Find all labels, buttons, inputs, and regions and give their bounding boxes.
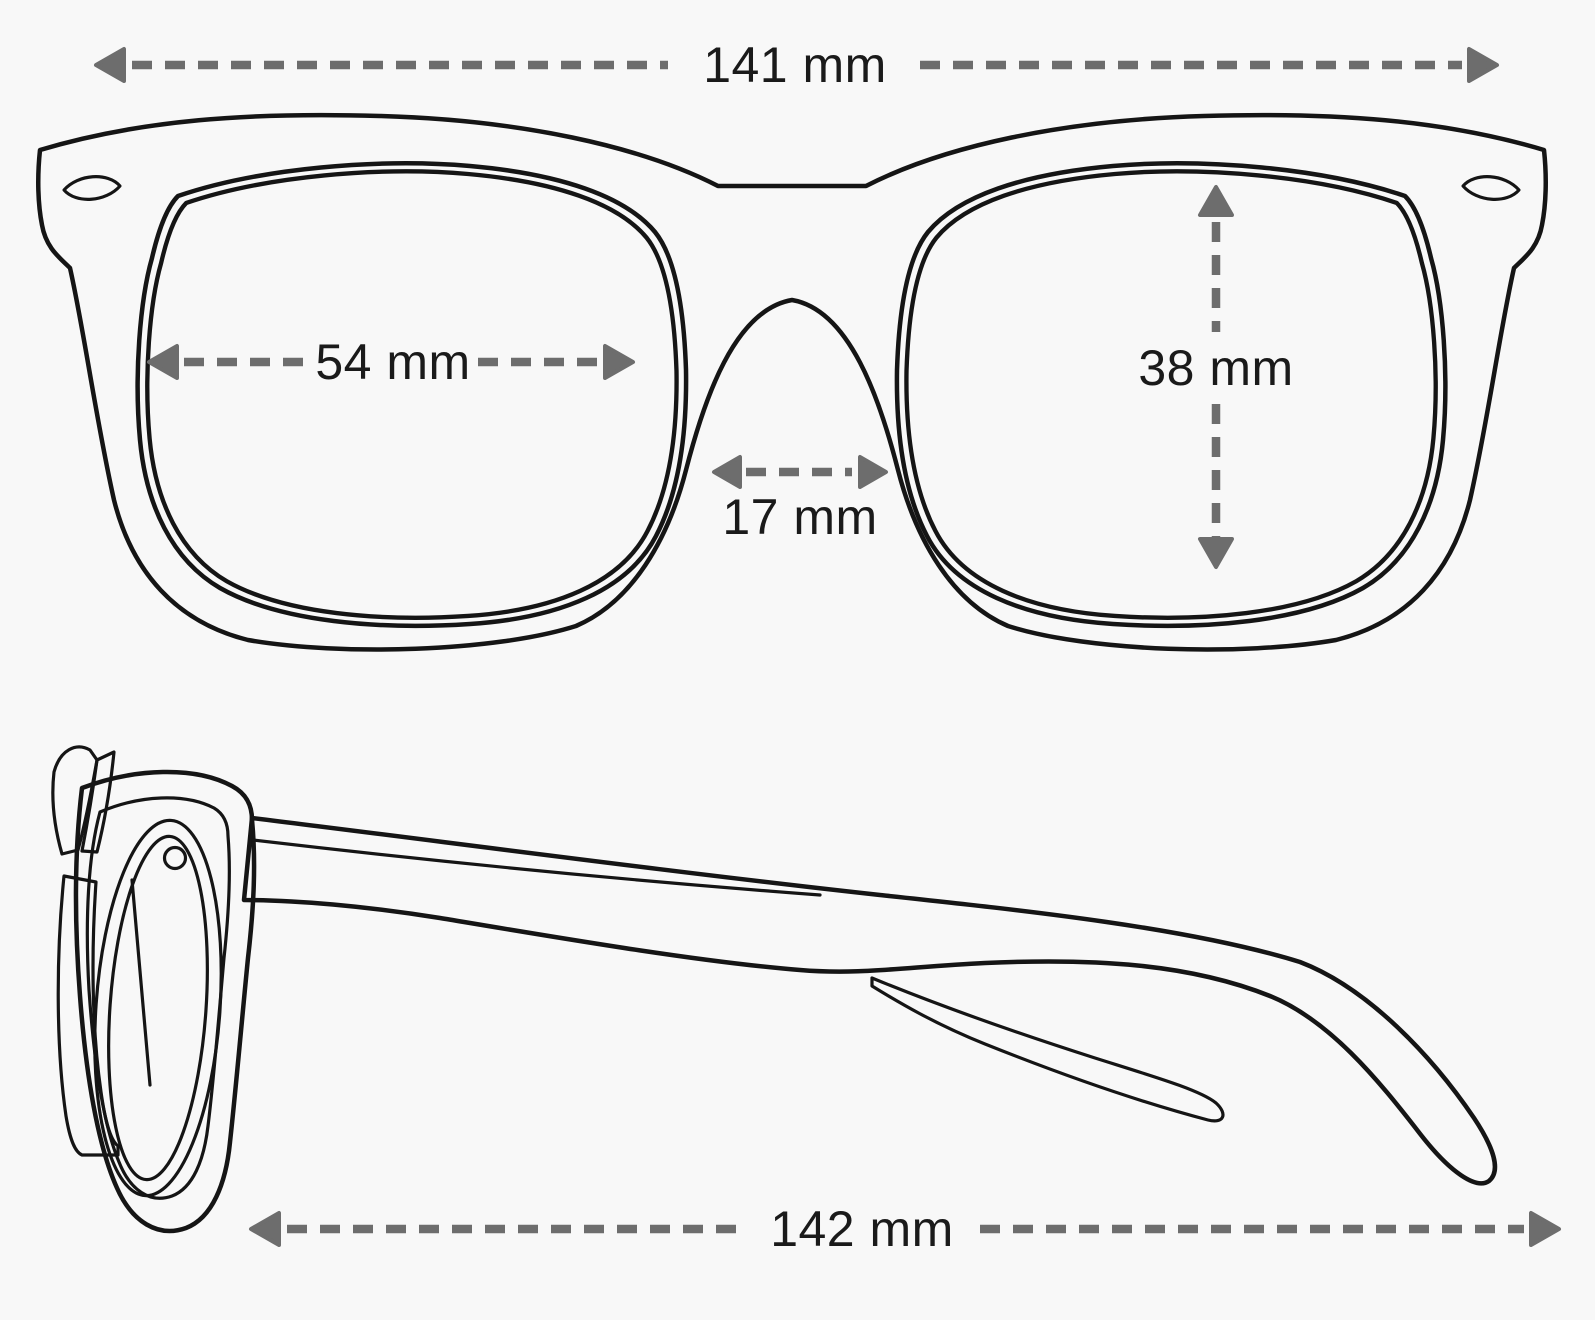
side-view [51,745,1498,1234]
frame-width-label: 141 mm [703,37,887,93]
dimension-lens-height: 38 mm [1138,185,1293,569]
side-temple-far [870,976,1225,1123]
arrow-down-icon [1198,537,1234,569]
front-view [36,112,1548,652]
dimension-bridge-width: 17 mm [712,455,888,545]
arrow-left-icon [94,47,126,83]
front-frame-outline [36,112,1548,652]
bridge-width-label: 17 mm [722,489,877,545]
arrow-right-icon [603,344,635,380]
side-temple-near [241,815,1498,1186]
arrow-left-icon [712,455,742,489]
dimension-frame-width: 141 mm [94,37,1499,93]
side-lens-inner-edge [107,834,209,1182]
arrow-right-icon [1529,1211,1561,1247]
dimension-temple-length: 142 mm [249,1201,1561,1257]
left-lens-inner-line [147,171,676,617]
side-front-face-outline [73,769,257,1234]
dimension-lens-width: 54 mm [147,334,635,390]
left-lens-opening [135,161,689,629]
arrow-up-icon [1198,185,1234,217]
arrow-right-icon [1467,47,1499,83]
arrow-left-icon [147,344,179,380]
left-rivet-icon [62,175,122,201]
side-rivet-icon [162,845,188,871]
side-brow-tab-back [80,750,116,854]
side-lens-reflection-line [130,878,152,1087]
arrow-left-icon [249,1211,281,1247]
right-rivet-icon [1461,175,1521,201]
lens-width-label: 54 mm [315,334,470,390]
lens-height-label: 38 mm [1138,340,1293,396]
temple-length-label: 142 mm [770,1201,954,1257]
side-brow-tab-front [51,745,99,856]
side-front-face-inner-line [85,796,232,1200]
arrow-right-icon [858,455,888,489]
side-temple-fold-line [251,838,822,897]
side-lens-outer-edge [93,818,223,1198]
side-far-rim [56,874,120,1157]
